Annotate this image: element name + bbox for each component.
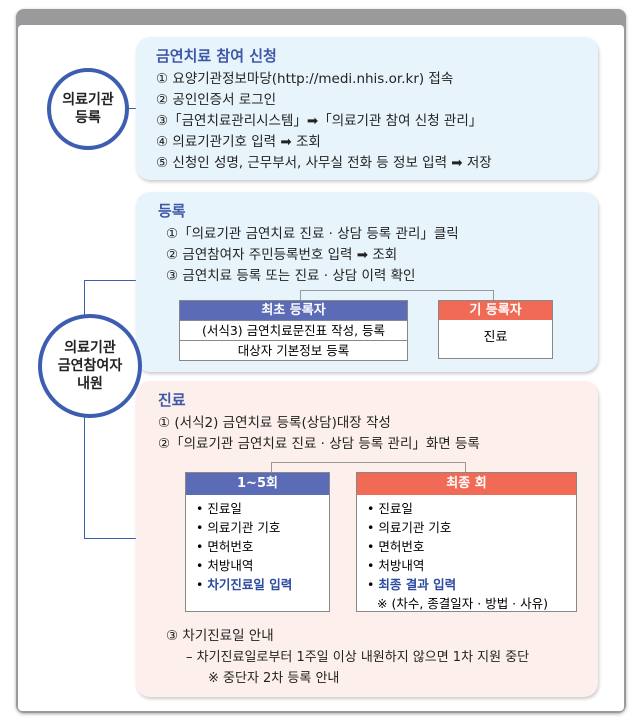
list-item: • 진료일 (367, 501, 413, 516)
table-row: 대상자 기본정보 등록 (180, 340, 407, 360)
apply-step: ③「금연치료관리시스템」➡「의료기관 참여 신청 관리」 (156, 113, 483, 129)
list-item: • 의료기관 기호 (196, 520, 281, 535)
circle-label: 의료기관 (62, 92, 114, 108)
register-step: ①「의료기관 금연치료 진료 · 상담 등록 관리」클릭 (166, 226, 459, 242)
circle-label: 금연참여자 (57, 358, 123, 374)
treatment-sub: ※ 중단자 2차 등록 안내 (208, 671, 340, 686)
table-row: 진료 (483, 330, 508, 345)
branch-line (271, 462, 466, 473)
apply-title: 금연치료 참여 신청 (156, 47, 277, 65)
list-item: • 진료일 (196, 501, 242, 516)
list-item: • 면허번호 (196, 539, 254, 554)
circle-label: 내원 (77, 376, 103, 392)
circle-label: 의료기관 (64, 340, 116, 356)
final-header: 최종 회 (357, 473, 576, 495)
list-item: • 처방내역 (196, 558, 254, 573)
treatment-step: ②「의료기관 금연치료 진료 · 상담 등록 관리」화면 등록 (158, 436, 480, 452)
list-item: • 차기진료일 입력 (196, 577, 293, 592)
treatment-step: ③ 차기진료일 안내 (166, 628, 274, 644)
register-title: 등록 (158, 202, 186, 220)
apply-step: ⑤ 신청인 성명, 근무부서, 사무실 전화 등 정보 입력 ➡ 저장 (156, 155, 492, 171)
apply-step: ④ 의료기관기호 입력 ➡ 조회 (156, 134, 321, 150)
table-row: (서식3) 금연치료문진표 작성, 등록 (180, 320, 407, 340)
first-registrant-table: 최초 등록자 (서식3) 금연치료문진표 작성, 등록 대상자 기본정보 등록 (179, 300, 408, 361)
connector (84, 280, 136, 281)
treatment-sub: – 차기진료일로부터 1주일 이상 내원하지 않으면 1차 지원 중단 (186, 650, 530, 665)
register-step: ③ 금연치료 등록 또는 진료 · 상담 이력 확인 (166, 268, 416, 284)
apply-box: 금연치료 참여 신청 ① 요양기관정보마당(http://medi.nhis.o… (136, 37, 598, 180)
existing-registrant-table: 기 등록자 진료 (438, 300, 553, 359)
final-table: 최종 회 • 진료일 • 의료기관 기호 • 면허번호 • 처방내역 • 최종 … (356, 472, 577, 612)
connector (84, 538, 136, 539)
rounds-table: 1~5회 • 진료일 • 의료기관 기호 • 면허번호 • 처방내역 • 차기진… (185, 472, 330, 612)
list-item: • 면허번호 (367, 539, 425, 554)
treatment-step: ① (서식2) 금연치료 등록(상담)대장 작성 (158, 415, 391, 431)
list-item: • 처방내역 (367, 558, 425, 573)
list-item: • 의료기관 기호 (367, 520, 452, 535)
note: ※ (차수, 종결일자 · 방법 · 사유) (377, 596, 548, 611)
existing-registrant-header: 기 등록자 (439, 301, 552, 320)
list-item: • 최종 결과 입력 (367, 577, 457, 592)
treatment-title: 진료 (158, 391, 186, 409)
rounds-header: 1~5회 (186, 473, 329, 495)
apply-step: ① 요양기관정보마당(http://medi.nhis.or.kr) 접속 (156, 71, 454, 87)
circle-label: 등록 (75, 110, 101, 126)
first-registrant-header: 최초 등록자 (180, 301, 407, 320)
register-step: ② 금연참여자 주민등록번호 입력 ➡ 조회 (166, 247, 398, 263)
connector (126, 108, 138, 109)
apply-step: ② 공인인증서 로그인 (156, 92, 277, 108)
branch-line (300, 290, 494, 301)
